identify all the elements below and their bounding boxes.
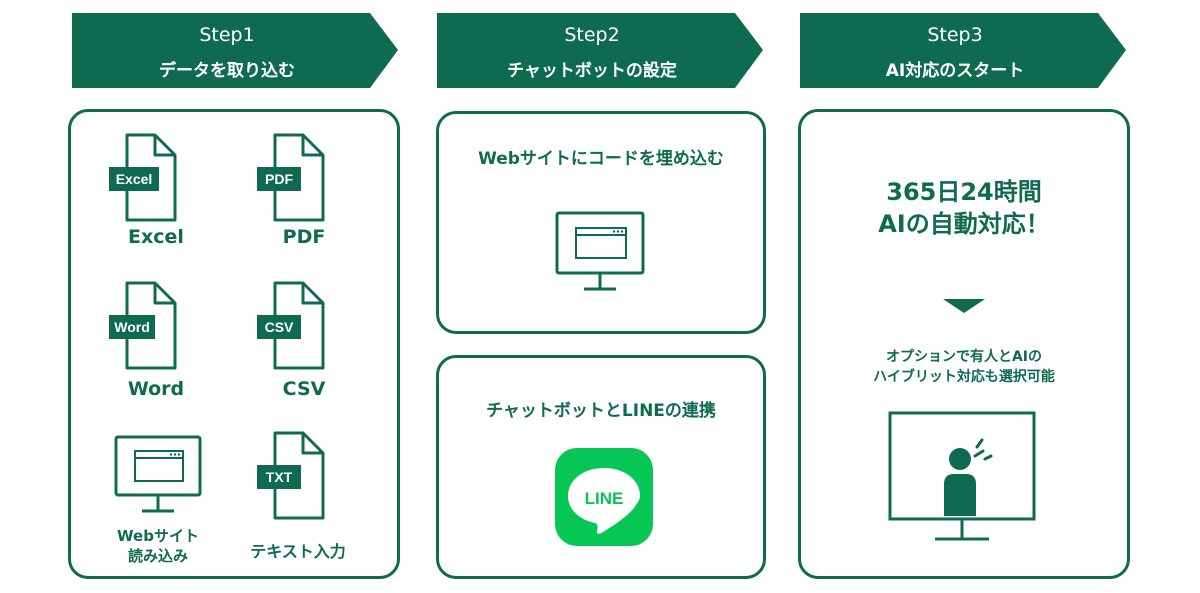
hybrid-option-text: オプションで有人とAIの ハイブリット対応も選択可能: [873, 349, 1055, 385]
step3-title: AI対応のスタート: [885, 61, 1025, 81]
ai-headline: 365日24時間 AIの自動対応！: [878, 178, 1050, 238]
step2-number: Step2: [564, 24, 620, 46]
chevron-arrow-shape: [437, 13, 763, 88]
step1-header: Step1 データを取り込む: [72, 13, 402, 88]
word-file-icon: Word: [107, 280, 189, 372]
svg-text:LINE: LINE: [585, 489, 624, 508]
monitor-browser-icon: [113, 434, 203, 516]
svg-text:PDF: PDF: [265, 171, 293, 187]
txt-file-icon: TXT: [255, 430, 337, 522]
embed-code-title: Webサイトにコードを埋め込む: [478, 149, 724, 169]
svg-text:TXT: TXT: [266, 469, 293, 485]
website-import-label: Webサイト 読み込み: [117, 527, 199, 565]
word-label: Word: [127, 378, 185, 400]
step2-embed-panel: Webサイトにコードを埋め込む: [436, 111, 766, 334]
csv-label: CSV: [282, 378, 326, 400]
step1-number: Step1: [199, 24, 255, 46]
excel-file-icon: Excel: [107, 132, 189, 224]
step3-panel: 365日24時間 AIの自動対応！ オプションで有人とAIの ハイブリット対応も…: [798, 109, 1130, 579]
csv-file-icon: CSV: [255, 280, 337, 372]
step3-number: Step3: [927, 24, 983, 46]
chevron-arrow-shape: [72, 13, 398, 88]
pdf-label: PDF: [282, 226, 326, 248]
step3-header: Step3 AI対応のスタート: [800, 13, 1130, 88]
step1-title: データを取り込む: [159, 61, 295, 81]
line-integration-title: チャットボットとLINEの連携: [486, 401, 716, 421]
monitor-browser-icon: [554, 210, 646, 296]
step2-title: チャットボットの設定: [507, 61, 677, 81]
text-input-label: テキスト入力: [250, 542, 346, 561]
line-logo-icon: LINE: [555, 448, 653, 546]
pdf-file-icon: PDF: [255, 132, 337, 224]
monitor-operator-icon: [887, 410, 1037, 548]
step2-line-panel: チャットボットとLINEの連携 LINE: [436, 355, 766, 579]
down-triangle-icon: [941, 297, 987, 315]
svg-text:Excel: Excel: [116, 171, 153, 187]
chevron-arrow-shape: [800, 13, 1126, 88]
step2-header: Step2 チャットボットの設定: [437, 13, 767, 88]
step1-panel: Excel Excel PDF PDF Word Word CSV CSV: [68, 109, 400, 579]
svg-text:CSV: CSV: [265, 319, 294, 335]
excel-label: Excel: [128, 226, 184, 248]
svg-text:Word: Word: [114, 319, 150, 335]
